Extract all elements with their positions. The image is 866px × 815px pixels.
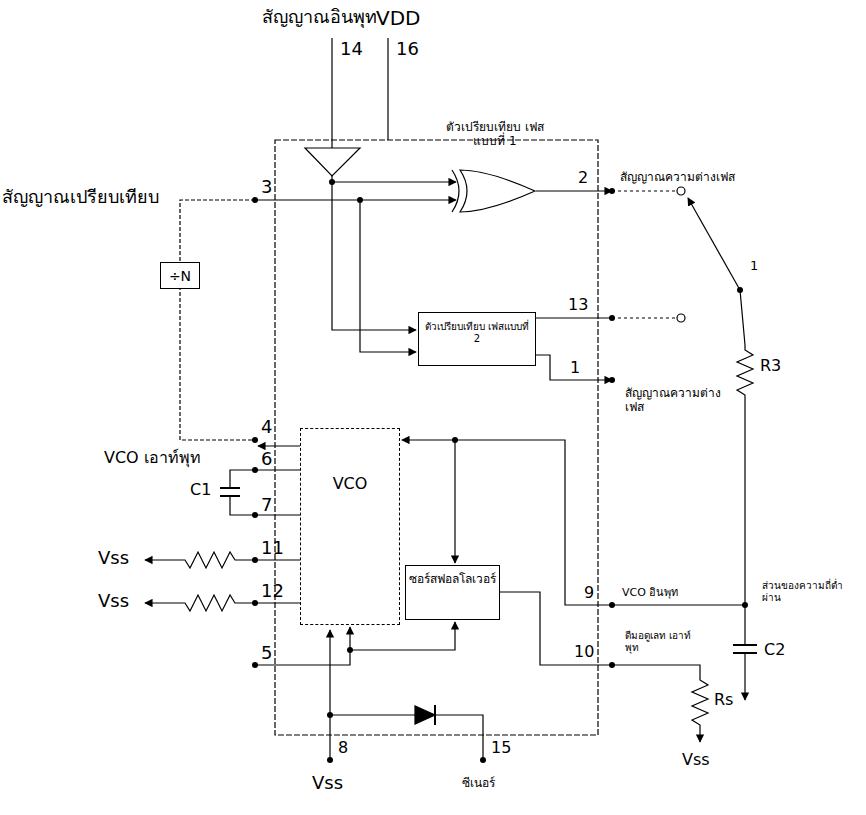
c2-capacitor (733, 644, 757, 646)
selector-switch (688, 198, 740, 290)
supply-name: Vss (98, 590, 129, 612)
r3-resistor (737, 290, 753, 645)
switch-contact (677, 314, 685, 322)
pin-1-wire (536, 355, 612, 380)
pin-13-wire (536, 317, 612, 318)
buffer-to-comp1 (332, 181, 456, 182)
pin-number: 9 (584, 583, 594, 602)
pin-number: 7 (261, 494, 272, 516)
part-name: Rs (714, 690, 733, 709)
pin-number: 5 (261, 642, 272, 664)
pin-number: 8 (338, 738, 348, 757)
pin-2-wire (536, 190, 612, 191)
ic-outline (275, 140, 598, 735)
divider-wire (180, 286, 255, 440)
pin-number: 14 (340, 38, 363, 60)
pin-14-wire (331, 38, 332, 148)
pin-3-to-comp2 (360, 200, 416, 352)
pin-number: 4 (261, 416, 272, 438)
pin-6-wire (230, 470, 300, 488)
pin-10-rs-wire (500, 592, 708, 742)
signal-name: สัญญาณความต่างเฟส (625, 386, 725, 415)
pin-4-wire (258, 445, 300, 446)
source-follower-box: ซอร์สฟอลโลเวอร์ (405, 565, 500, 620)
signal-name: VCO เอาท์พุท (104, 448, 201, 467)
pin-16-wire (387, 38, 388, 140)
pin-3-wire (255, 199, 456, 200)
buffer-to-comp2 (332, 176, 416, 330)
pin-8-wire (329, 630, 330, 760)
switch-position: 1 (750, 258, 758, 274)
node-text: ตัวเปรียบเทียบ เฟสแบบที่ 1 (444, 120, 546, 149)
signal-name: สัญญาณความต่างเฟส (620, 170, 735, 184)
vco-box: VCO (300, 428, 400, 625)
node-text: ตัวเปรียบเทียบ เฟสแบบที่ 2 (422, 321, 532, 345)
pin-2-link (612, 190, 677, 191)
signal-name: ดีมอดูเลท เอาท์พุท (625, 630, 697, 654)
pin-5-wire (255, 627, 350, 665)
signal-name: ซีเนอร์ (462, 776, 495, 790)
supply-name: Vss (682, 750, 710, 769)
part-name: C2 (764, 640, 785, 659)
c2-ground (744, 653, 745, 700)
pin-dots (252, 179, 748, 763)
pin-number: 12 (261, 580, 284, 602)
divider-box: ÷N (160, 262, 200, 289)
c1-capacitor (220, 487, 240, 489)
pin-15-wire (435, 715, 483, 760)
supply-name: VDD (376, 6, 420, 30)
pin-number: 3 (261, 176, 272, 198)
part-name: C1 (190, 480, 211, 499)
pin-number: 2 (578, 168, 588, 187)
pin-number: 1 (570, 358, 580, 377)
phase-comparator-box: ตัวเปรียบเทียบ เฟสแบบที่ 2 (418, 312, 536, 366)
note: ส่วนของความถี่ต่ำผ่าน (762, 580, 854, 604)
supply-name: Vss (98, 547, 129, 569)
node-text: ÷N (164, 268, 196, 285)
pin-5-wire (350, 622, 455, 650)
zener-diode (415, 706, 435, 724)
input-buffer (305, 148, 360, 176)
zener-wire (330, 714, 415, 715)
node-text: VCO (304, 474, 396, 493)
signal-name: สัญญาณอินพุท (262, 6, 377, 28)
xor-phase-comparator: ตัวเปรียบเทียบ เฟสแบบที่ 1 (440, 120, 550, 215)
signal-name: สัญญาณเปรียบเทียบ (2, 186, 159, 208)
switch-contact (677, 187, 685, 195)
pin-9-wire (402, 440, 745, 605)
xor-gate-symbol (440, 120, 550, 215)
signal-name: VCO อินพุท (622, 586, 678, 599)
vco-in-to-follower (454, 440, 455, 563)
pin-number: 10 (574, 642, 594, 661)
pin-13-link (612, 317, 677, 318)
pin-number: 16 (396, 38, 419, 60)
node-text: ซอร์สฟอลโลเวอร์ (409, 572, 496, 586)
pin-number: 13 (568, 295, 588, 314)
divider-wire (180, 200, 255, 262)
part-name: R3 (760, 356, 781, 375)
pin-number: 15 (491, 738, 511, 757)
pin-number: 6 (261, 448, 272, 470)
pin-number: 11 (261, 537, 284, 559)
supply-name: Vss (312, 772, 343, 794)
